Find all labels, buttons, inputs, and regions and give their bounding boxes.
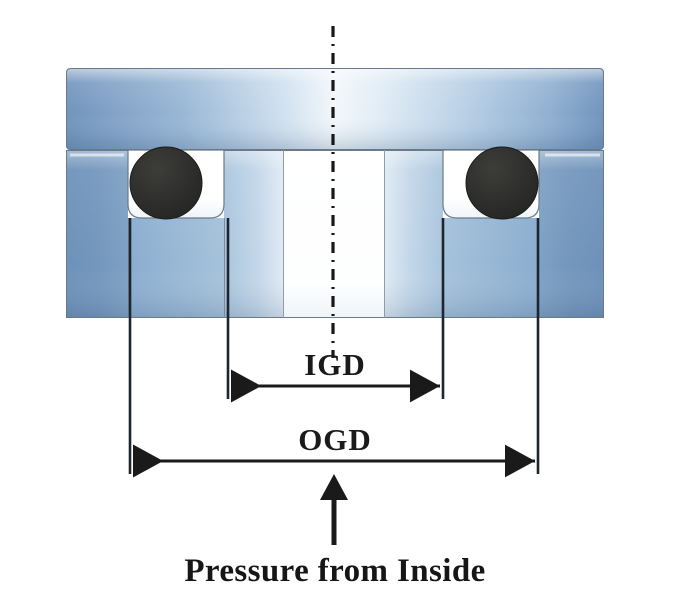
- top-flange: [66, 68, 604, 150]
- igd-dimension: IGD: [231, 347, 440, 403]
- top-flange-outline: [66, 68, 604, 150]
- right-o-ring: [465, 146, 539, 220]
- extension-lines: [128, 218, 540, 474]
- lower-body-outline: [66, 150, 604, 318]
- pressure-arrow-head: [320, 474, 348, 500]
- left-o-ring: [129, 146, 203, 220]
- igd-label: IGD: [304, 347, 366, 382]
- ogd-label: OGD: [298, 422, 372, 457]
- top-flange-sheen: [66, 68, 604, 150]
- metal-body-group: [66, 68, 604, 318]
- pressure-arrow: [320, 474, 348, 545]
- ogd-dimension: OGD: [133, 422, 535, 478]
- o-ring-group: [129, 146, 539, 220]
- caption-text: Pressure from Inside: [184, 553, 485, 589]
